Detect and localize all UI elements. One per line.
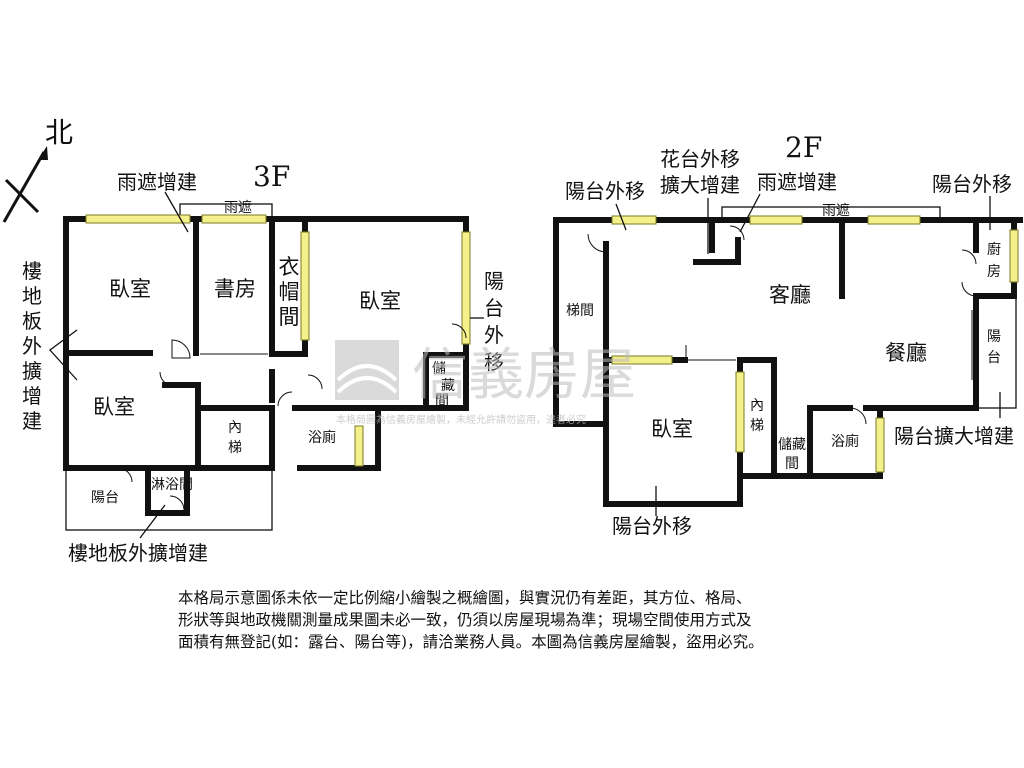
svg-text:擴: 擴 (22, 359, 42, 383)
disclaimer: 本格局示意圖係未依一定比例縮小繪製之概繪圖，與實況仍有差距，其方位、格局、 形狀… (178, 587, 868, 653)
note-3f-balcony-move-vertical: 陽 台 外 移 (484, 269, 504, 374)
note-2f-balcony-move-left: 陽台外移 (565, 179, 645, 203)
room-3f-bath: 浴廁 (308, 429, 336, 446)
room-3f-storage-1: 儲 (432, 361, 446, 377)
room-2f-stairwell: 梯間 (566, 303, 594, 319)
room-3f-balcony: 陽台 (91, 490, 119, 506)
disclaimer-line-2: 形狀等與地政機關測量成果圖未必一致，仍須以房屋現場為準；現場空間使用方式及 (178, 611, 752, 629)
compass-north-label: 北 (45, 116, 73, 149)
watermark-brand: 信義房屋 (412, 343, 636, 408)
note-2f-balcony-expand: 陽台擴大增建 (894, 424, 1014, 448)
floor-2f-doors (587, 225, 977, 425)
note-2f-balcony-move-right: 陽台外移 (932, 172, 1012, 196)
room-3f-canopy: 雨遮 (224, 200, 252, 216)
room-2f-storage-2: 間 (785, 456, 799, 472)
room-2f-canopy: 雨遮 (822, 203, 850, 219)
svg-text:建: 建 (22, 409, 42, 433)
room-2f-kitchen-2: 房 (987, 264, 1001, 280)
svg-text:板: 板 (22, 309, 42, 333)
note-2f-balcony-move-bottom: 陽台外移 (612, 514, 692, 538)
room-2f-balcony-e-2: 台 (987, 350, 1001, 366)
room-3f-closet-3: 間 (279, 305, 300, 329)
room-3f-bedroom-w: 臥室 (93, 395, 135, 419)
room-2f-stairs-1: 內 (750, 398, 764, 414)
note-3f-canopy-extension: 雨遮增建 (117, 170, 197, 194)
disclaimer-line-3: 面積有無登記(如：露台、陽台等)，請洽業務人員。本圖為信義房屋繪製，盜用必究。 (178, 633, 764, 651)
svg-text:地: 地 (22, 284, 42, 308)
floor-3f-windows (85, 214, 471, 467)
room-2f-balcony-e-1: 陽 (987, 329, 1001, 345)
note-3f-floor-extension-vertical: 樓 地 板 外 擴 增 建 (22, 259, 42, 433)
svg-text:樓: 樓 (22, 259, 42, 283)
svg-text:外: 外 (22, 334, 42, 358)
room-3f-bedroom-nw: 臥室 (109, 277, 151, 301)
north-arrow-icon (2, 146, 48, 223)
disclaimer-line-1: 本格局示意圖係未依一定比例縮小繪製之概繪圖，與實況仍有差距，其方位、格局、 (178, 589, 752, 607)
note-2f-canopy-extension: 雨遮增建 (757, 170, 837, 194)
room-2f-dining: 餐廳 (885, 341, 927, 365)
room-3f-stairs-2: 梯 (228, 440, 242, 456)
floor-3f-doors (117, 323, 467, 511)
room-3f-study: 書房 (214, 277, 256, 301)
watermark-notice: 本格局圖為信義房屋繪製，未經允許請勿盜用，違者必究 (336, 413, 586, 426)
room-3f-bedroom-ne: 臥室 (359, 289, 401, 313)
room-3f-stairs-1: 內 (228, 420, 242, 436)
svg-text:陽: 陽 (484, 269, 504, 293)
room-2f-bedroom: 臥室 (651, 417, 693, 441)
room-3f-closet-1: 衣 (279, 255, 300, 279)
svg-text:台: 台 (484, 296, 504, 320)
sinyi-house-logo-icon (335, 340, 399, 400)
svg-text:外: 外 (484, 323, 504, 347)
room-3f-closet-2: 帽 (279, 280, 300, 304)
note-2f-planter-move-2: 擴大增建 (660, 173, 740, 197)
room-3f-storage-2: 藏 (441, 378, 455, 394)
room-2f-living: 客廳 (769, 283, 811, 307)
floor-2f-label: 2F (785, 131, 822, 164)
room-2f-stairs-2: 梯 (750, 418, 764, 434)
room-3f-storage-3: 間 (435, 393, 449, 409)
room-2f-kitchen-1: 廚 (987, 241, 1001, 258)
note-3f-floor-extension-bottom: 樓地板外擴增建 (68, 541, 208, 565)
note-2f-planter-move-1: 花台外移 (660, 147, 740, 171)
floor-3f-walls (63, 203, 469, 531)
room-2f-bath: 浴廁 (831, 433, 859, 450)
svg-text:移: 移 (484, 350, 504, 374)
floor-2f-windows (611, 215, 1019, 473)
floor-3f-label: 3F (253, 160, 290, 193)
room-3f-shower: 淋浴間 (151, 477, 193, 493)
room-2f-storage-1: 儲藏 (778, 437, 806, 453)
svg-text:增: 增 (22, 384, 42, 408)
